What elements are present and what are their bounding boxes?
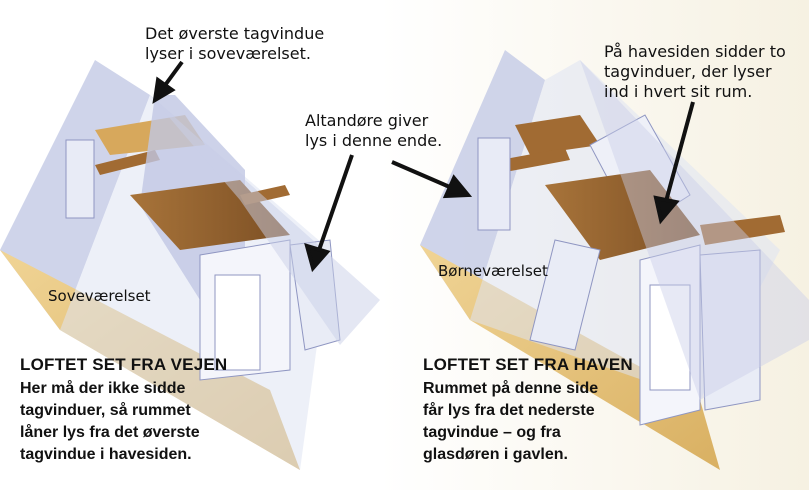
right-door <box>649 284 691 391</box>
right-back-door <box>477 137 511 231</box>
heading-left: LOFTET SET FRA VEJEN <box>20 355 228 374</box>
room-label-left: Soveværelset <box>48 287 151 305</box>
body-left-line: tagvinduer, så rummet <box>20 402 191 419</box>
body-right-line: glasdøren i gavlen. <box>423 446 568 463</box>
body-right-line: får lys fra det nederste <box>423 402 595 419</box>
body-left-line: Her må der ikke sidde <box>20 380 186 397</box>
heading-right: LOFTET SET FRA HAVEN <box>423 355 633 374</box>
callout-top-left: Det øverste tagvindue lyser i soveværels… <box>145 24 324 64</box>
arrowhead-balcony <box>304 243 331 273</box>
right-right-slope <box>580 60 809 400</box>
callout-top-right-line: ind i hvert sit rum. <box>604 82 753 101</box>
arrow-balcony <box>316 154 354 254</box>
right-skylight-lower <box>529 239 601 351</box>
body-left-line: låner lys fra det øverste <box>20 424 200 441</box>
callout-top-left-line: Det øverste tagvindue <box>145 24 325 43</box>
arrows <box>152 60 695 273</box>
right-attic <box>420 50 809 470</box>
body-left-line: tagvindue i havesiden. <box>20 446 192 463</box>
callout-middle-line: lys i denne ende. <box>305 131 443 150</box>
callout-top-right-line: På havesiden sidder to <box>604 42 786 61</box>
left-door <box>214 274 261 371</box>
arrowhead-top-left <box>152 76 176 104</box>
right-gable-door <box>699 249 761 411</box>
left-right-slope <box>150 95 380 345</box>
callout-top-right: På havesiden sidder to tagvinduer, der l… <box>604 42 786 102</box>
right-beam <box>500 148 570 172</box>
body-right: Rummet på denne side får lys fra det ned… <box>423 378 598 466</box>
body-left: Her må der ikke sidde tagvinduer, så rum… <box>20 378 200 466</box>
room-label-right: Børneværelset <box>438 262 548 280</box>
callout-top-left-line: lyser i soveværelset. <box>145 44 311 63</box>
callout-top-right-line: tagvinduer, der lyser <box>604 62 772 81</box>
arrowhead-to-right-room <box>442 174 473 199</box>
callout-middle: Altandøre giver lys i denne ende. <box>305 111 442 151</box>
body-right-line: tagvindue – og fra <box>423 424 561 441</box>
right-upper-shelf <box>515 115 600 155</box>
right-middle-shelf <box>545 170 700 260</box>
arrow-to-right-room <box>391 160 453 190</box>
right-right-beam <box>700 215 785 245</box>
left-back-door <box>65 139 95 219</box>
callout-middle-line: Altandøre giver <box>305 111 429 130</box>
left-attic <box>0 60 380 470</box>
arrow-top-right <box>663 101 695 206</box>
left-beam <box>95 150 160 175</box>
arrowhead-top-right <box>653 195 680 225</box>
body-right-line: Rummet på denne side <box>423 380 599 397</box>
